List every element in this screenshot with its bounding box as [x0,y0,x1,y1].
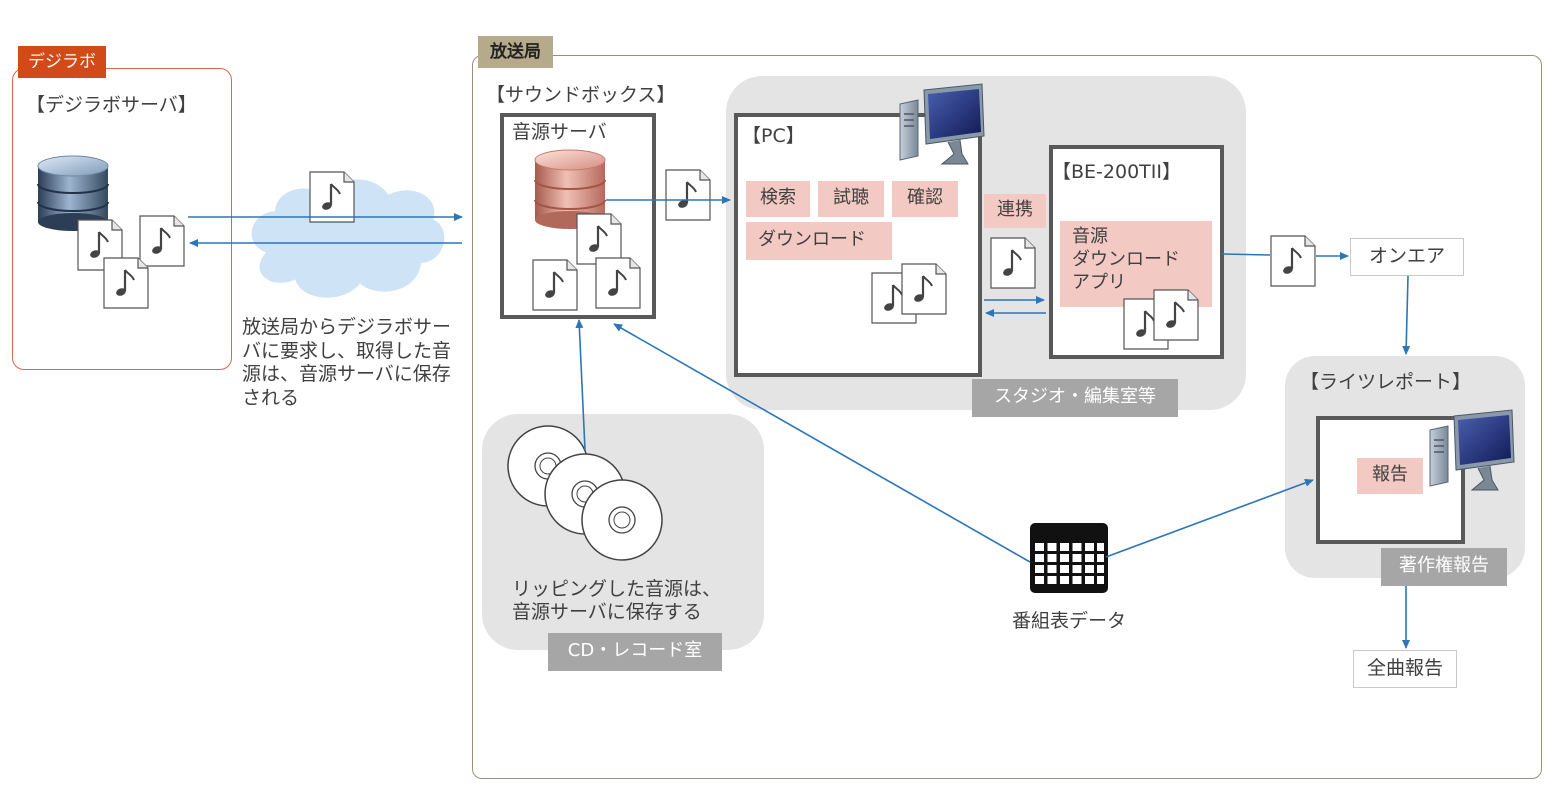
pc-monitor-icon [899,83,985,165]
station-group [472,55,1542,779]
cd-room-label: CD・レコード室 [548,633,722,671]
digilab-note-line-4: される [242,386,300,409]
soundbox-title: 【サウンドボックス】 [486,84,676,106]
calendar-icon [1030,523,1108,593]
rights-title: 【ライツレポート】 [1300,371,1472,393]
full-report-box: 全曲報告 [1353,650,1457,688]
cd-note-line-2: 音源サーバに保存する [512,601,702,623]
digilab-tag: デジラボ [18,46,106,78]
report-label: 報告 [1357,458,1423,494]
flow-arrows [188,196,1411,649]
be200-title: 【BE-200TII】 [1052,161,1181,183]
digilab-database-icon [37,155,109,231]
digilab-note: 放送局からデジラボサー バに要求し、取得した音 源は、音源サーバに保存 される [242,316,451,410]
copyright-report-label: 著作権報告 [1381,548,1507,586]
pc-title: 【PC】 [742,125,805,147]
digilab-group [12,68,232,370]
confirm-button[interactable]: 確認 [892,181,958,217]
source-server-title: 音源サーバ [512,121,607,143]
download-app-line-3: アプリ [1072,272,1126,293]
preview-button[interactable]: 試聴 [818,181,884,217]
search-button[interactable]: 検索 [746,181,810,217]
download-app-line-1: 音源 [1072,226,1108,247]
onair-box: オンエア [1350,238,1464,276]
station-tag: 放送局 [478,36,553,68]
digilab-note-line-3: 源は、音源サーバに保存 [242,363,451,385]
digilab-note-line-1: 放送局からデジラボサー [242,316,452,338]
download-button[interactable]: ダウンロード [746,222,892,260]
link-label: 連携 [984,194,1046,228]
download-app-line-2: ダウンロード [1072,249,1180,270]
schedule-label: 番組表データ [1012,610,1127,632]
digilab-server-title: 【デジラボサーバ】 [26,94,197,116]
cd-note-line-1: リッピングした音源は、 [512,578,722,600]
studio-label: スタジオ・編集室等 [972,379,1178,417]
digilab-note-line-2: バに要求し、取得した音 [242,339,452,362]
cloud-icon [251,179,445,298]
cd-note: リッピングした音源は、 音源サーバに保存する [512,578,721,624]
rights-monitor-icon [1429,409,1515,491]
